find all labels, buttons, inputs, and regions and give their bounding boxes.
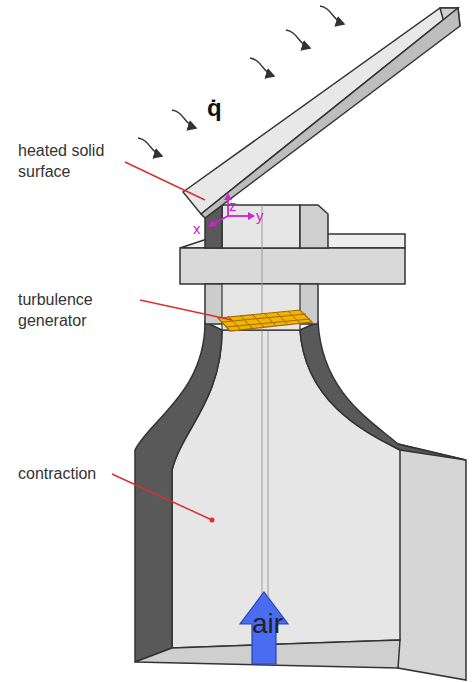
axis-head	[208, 220, 217, 227]
heat-flux-symbol: q̇	[207, 92, 247, 123]
heat-flux-arrow	[138, 138, 162, 156]
leader-line	[125, 162, 205, 200]
axis-head	[248, 212, 255, 220]
part-label: contraction	[18, 463, 138, 484]
heated-plate-face	[183, 8, 458, 214]
part-label: turbulence generator	[18, 289, 138, 331]
heat-flux-arrow	[320, 6, 344, 24]
axis-z	[227, 198, 229, 216]
heated-plate-edge	[201, 8, 460, 218]
right-cut-wall	[300, 322, 466, 460]
interior-edge	[268, 330, 269, 640]
leader-dot	[210, 518, 215, 523]
nozzle-wall	[300, 205, 328, 248]
axis-x	[213, 216, 228, 224]
axis-label: z	[229, 196, 249, 216]
leader-line	[140, 300, 232, 320]
flow-label: air	[252, 606, 312, 642]
leader-line	[112, 474, 212, 520]
flange-front-face	[180, 248, 405, 284]
turbulence-grid	[218, 310, 312, 331]
axis-y	[228, 215, 250, 217]
part-label: heated solid surface	[18, 140, 128, 182]
left-cut-wall	[135, 322, 222, 662]
turbulence-grid-bars	[222, 311, 310, 329]
axis-label: y	[256, 206, 276, 226]
axis-label: x	[193, 219, 213, 239]
heat-flux-arrow	[172, 110, 196, 128]
heat-flux-arrow	[286, 30, 310, 48]
housing-side-face	[398, 444, 466, 680]
heat-flux-arrow	[250, 58, 274, 76]
